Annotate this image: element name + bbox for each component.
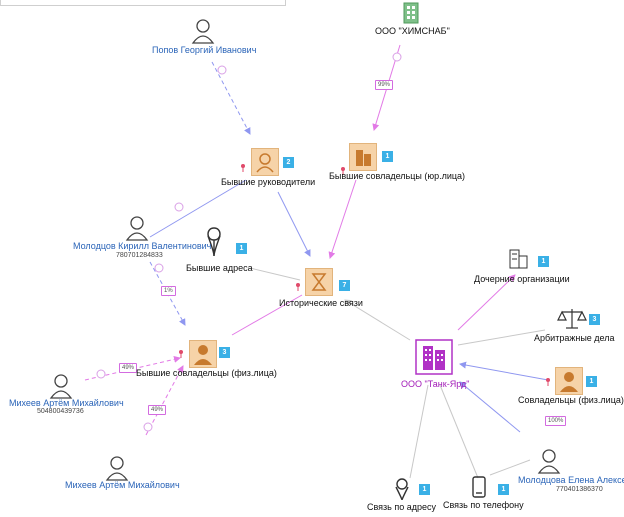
count-badge: 3 bbox=[219, 347, 230, 358]
node-label-link-phone[interactable]: Связь по телефону bbox=[443, 500, 524, 510]
share-label: 100% bbox=[545, 416, 567, 426]
organization-icon-center bbox=[415, 339, 453, 375]
node-label-former-owners-phys[interactable]: Бывшие совладельцы (физ.лица) bbox=[136, 368, 277, 378]
node-label-himsnab[interactable]: ООО "ХИМСНАБ" bbox=[375, 26, 450, 36]
share-label: 49% bbox=[119, 363, 138, 373]
node-label-popov[interactable]: Попов Георгий Иванович bbox=[152, 45, 257, 55]
person-icon-former-owners-phys[interactable] bbox=[189, 340, 217, 368]
share-label: 1% bbox=[161, 286, 176, 296]
count-badge: 1 bbox=[498, 484, 509, 495]
edge-popov-heads bbox=[211, 61, 251, 135]
node-label-subsidiaries[interactable]: Дочерние организации bbox=[474, 274, 570, 284]
share-label: 49% bbox=[148, 405, 167, 415]
edge-center-address bbox=[409, 384, 429, 479]
node-label-center-org[interactable]: ООО "Танк-Ярд" bbox=[401, 379, 470, 389]
node-inn-molodtsova: 770401386370 bbox=[556, 486, 603, 493]
edge-center-phone bbox=[439, 384, 479, 479]
share-label: 99% bbox=[375, 80, 394, 90]
map-pin-icon-former-addresses bbox=[207, 227, 221, 257]
node-label-historical[interactable]: Исторические связи bbox=[279, 298, 363, 308]
person-icon-molodtsov bbox=[125, 216, 149, 241]
count-badge: 1 bbox=[419, 484, 430, 495]
node-label-former-owners-legal[interactable]: Бывшие совладельцы (юр.лица) bbox=[329, 171, 466, 181]
hourglass-icon-historical[interactable] bbox=[305, 268, 333, 296]
scales-icon-arbitration bbox=[557, 309, 587, 329]
count-badge: 3 bbox=[589, 314, 600, 325]
edge-center-historical bbox=[344, 299, 411, 341]
node-label-molodtsova[interactable]: Молодцова Елена Алексеевна bbox=[518, 475, 624, 485]
count-badge: 1 bbox=[236, 243, 247, 254]
edge-owners-historical bbox=[328, 179, 357, 259]
count-badge: 1 bbox=[538, 256, 549, 267]
node-label-molodtsov[interactable]: Молодцов Кирилл Валентинович bbox=[73, 241, 212, 251]
node-label-link-address[interactable]: Связь по адресу bbox=[367, 502, 437, 512]
count-badge: 2 bbox=[283, 157, 294, 168]
phone-icon-link-phone bbox=[472, 476, 486, 498]
edge-mikheev2-phys bbox=[145, 365, 184, 436]
node-inn-molodtsov: 780701284833 bbox=[116, 252, 163, 259]
edge-phys-historical bbox=[231, 294, 303, 336]
node-label-owners-phys[interactable]: Совладельцы (физ.лица) bbox=[518, 395, 624, 405]
count-badge: 1 bbox=[586, 376, 597, 387]
building-icon-former-owners-legal[interactable] bbox=[349, 143, 377, 171]
edge-center-subsidiaries bbox=[457, 274, 516, 331]
buildings-icon-subsidiaries bbox=[509, 249, 528, 269]
person-icon-mikheev2 bbox=[105, 456, 129, 481]
building-icon-himsnab bbox=[403, 2, 419, 24]
person-icon-popov bbox=[191, 19, 215, 44]
count-badge: 1 bbox=[382, 151, 393, 162]
edge-center-arbitration bbox=[457, 329, 546, 346]
node-label-former-heads[interactable]: Бывшие руководители bbox=[221, 177, 316, 187]
count-badge: 7 bbox=[339, 280, 350, 291]
node-label-mikheev1[interactable]: Михеев Артём Михайлович bbox=[9, 398, 124, 408]
node-label-former-addresses[interactable]: Бывшие адреса bbox=[186, 263, 253, 273]
map-pin-icon-link-address bbox=[395, 478, 409, 501]
edge-phone-molodtsova bbox=[489, 459, 531, 476]
person-icon-owners-phys[interactable] bbox=[555, 367, 583, 395]
edge-owners-center bbox=[459, 361, 549, 381]
edge-markers bbox=[96, 52, 402, 432]
edge-heads-historical bbox=[277, 191, 311, 257]
pin-markers bbox=[179, 164, 550, 386]
edge-address-historical bbox=[249, 267, 301, 281]
edge-molodtsov-heads bbox=[149, 179, 247, 238]
edge-molodtsova-center bbox=[459, 381, 521, 433]
node-label-arbitration[interactable]: Арбитражные дела bbox=[534, 333, 615, 343]
person-icon-former-heads[interactable] bbox=[251, 148, 279, 176]
node-inn-mikheev1: 504800439736 bbox=[37, 408, 84, 415]
panel-edge bbox=[0, 0, 286, 6]
person-icon-mikheev1 bbox=[49, 374, 73, 399]
node-label-mikheev2[interactable]: Михеев Артём Михайлович bbox=[65, 480, 180, 490]
person-icon-molodtsova bbox=[537, 449, 561, 474]
